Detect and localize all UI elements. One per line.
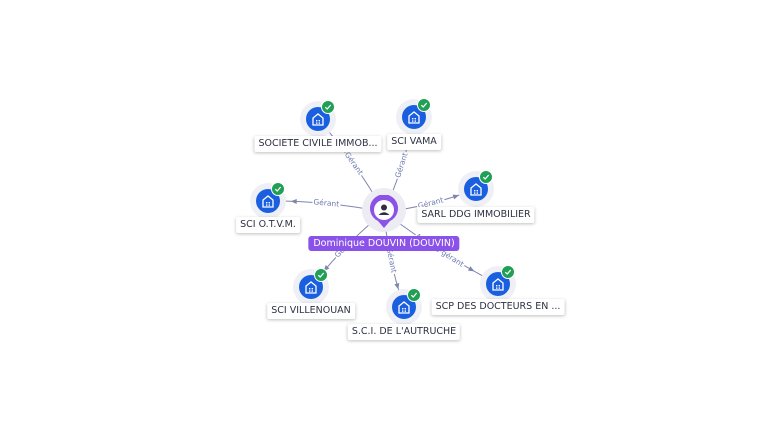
relationship-label: Gérant <box>393 152 409 179</box>
edge-arrow-icon <box>452 194 460 200</box>
edge-arrow-icon <box>467 266 475 272</box>
company-name-label[interactable]: SOCIETE CIVILE IMMOB... <box>254 136 382 152</box>
company-node[interactable] <box>250 182 286 219</box>
verified-check-icon <box>417 98 431 112</box>
relationship-label: Gérant <box>313 197 340 208</box>
company-node[interactable] <box>458 170 494 207</box>
company-name-label[interactable]: S.C.I. DE L'AUTRUCHE <box>347 324 461 340</box>
verified-check-icon <box>271 182 285 196</box>
company-name-label[interactable]: SARL DDG IMMOBILIER <box>417 207 535 223</box>
company-node[interactable] <box>293 268 329 305</box>
building-icon <box>306 107 330 131</box>
edge-arrow-icon <box>290 198 297 204</box>
verified-check-icon <box>407 288 421 302</box>
person-icon <box>370 195 398 228</box>
verified-check-icon <box>314 268 328 282</box>
company-node[interactable] <box>300 100 336 137</box>
company-name-label[interactable]: SCP DES DOCTEURS EN ... <box>431 299 565 315</box>
company-node[interactable] <box>396 98 432 135</box>
edge-arrow-icon <box>394 282 400 290</box>
company-name-label[interactable]: SCI VILLENOUAN <box>267 303 355 319</box>
verified-check-icon <box>479 170 493 184</box>
verified-check-icon <box>501 265 515 279</box>
company-node[interactable] <box>480 265 516 302</box>
person-name-label: Dominique DOUVIN (DOUVIN) <box>308 236 460 251</box>
company-node[interactable] <box>386 288 422 325</box>
relationship-label: Gérant <box>343 150 365 176</box>
verified-check-icon <box>321 100 335 114</box>
company-name-label[interactable]: SCI VAMA <box>387 134 441 150</box>
company-name-label[interactable]: SCI O.T.V.M. <box>236 217 300 233</box>
